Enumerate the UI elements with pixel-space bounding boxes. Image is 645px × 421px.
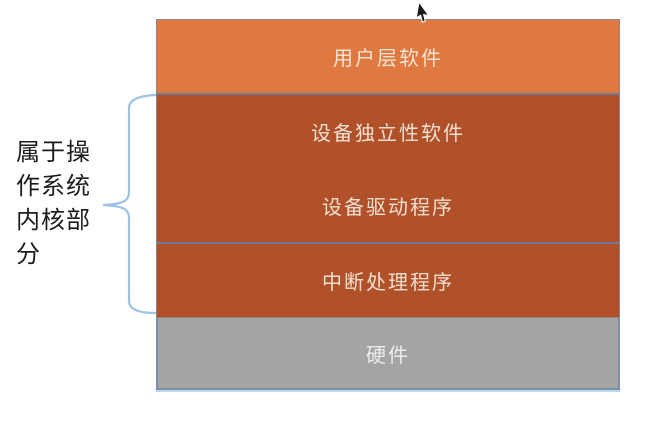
- curly-brace: [102, 93, 158, 315]
- layer-device-driver: 设备驱动程序: [157, 169, 619, 243]
- layer-label: 用户层软件: [333, 48, 443, 70]
- kernel-annotation-label: 属于操作系统内核部分: [16, 140, 91, 268]
- io-software-layers-stack: 用户层软件 设备独立性软件 设备驱动程序 中断处理程序 硬件: [156, 19, 620, 390]
- layer-user-software: 用户层软件: [156, 19, 620, 93]
- layer-interrupt-handler: 中断处理程序: [156, 242, 620, 317]
- layer-label: 设备独立性软件: [311, 123, 465, 146]
- layer-label: 硬件: [366, 344, 410, 367]
- layer-hardware: 硬件: [156, 317, 620, 390]
- layer-label: 设备驱动程序: [322, 196, 454, 219]
- layer-device-independent-software: 设备独立性软件: [157, 95, 619, 169]
- layer-kernel-software-group: 设备独立性软件 设备驱动程序: [156, 93, 620, 242]
- layer-label: 中断处理程序: [322, 272, 454, 294]
